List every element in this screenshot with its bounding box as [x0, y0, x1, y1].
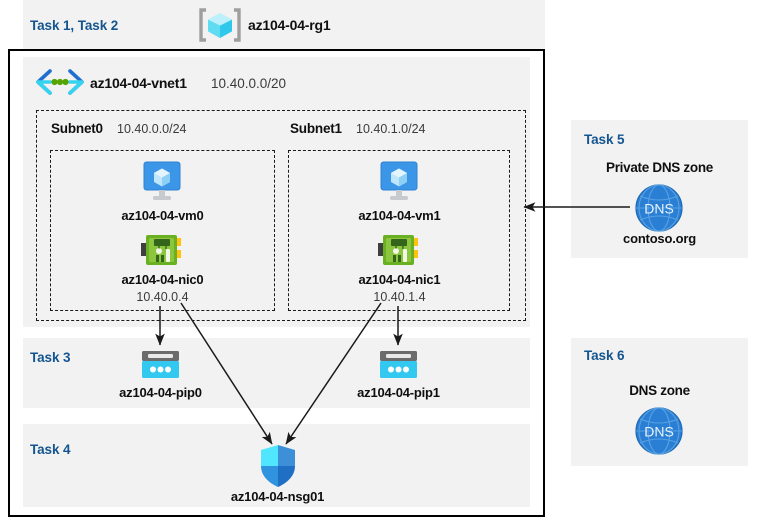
- subnets-container: [36, 110, 526, 321]
- virtual-network-icon: [34, 68, 86, 96]
- nic1-name: az104-04-nic1: [358, 272, 441, 287]
- nic1-ip: 10.40.1.4: [373, 290, 426, 304]
- network-security-group-shield-icon: [259, 444, 297, 488]
- private-dns-zone-name: contoso.org: [623, 231, 696, 246]
- task-4-label: Task 4: [30, 442, 71, 457]
- vm0-name: az104-04-vm0: [121, 208, 204, 223]
- task-1-2-label: Task 1, Task 2: [30, 18, 119, 33]
- pip1-name: az104-04-pip1: [357, 385, 440, 400]
- vm1-name: az104-04-vm1: [358, 208, 441, 223]
- task-6-label: Task 6: [584, 348, 625, 363]
- task-1-2-header-band: [23, 0, 545, 50]
- dns-globe-icon: DNS: [633, 183, 685, 233]
- svg-text:DNS: DNS: [644, 201, 674, 217]
- subnet0-box: [50, 150, 275, 311]
- subnet0-name: Subnet0: [51, 121, 103, 136]
- virtual-machine-icon: [375, 160, 423, 204]
- nic0-ip: 10.40.0.4: [136, 290, 189, 304]
- task-5-title: Private DNS zone: [606, 160, 713, 175]
- dns-globe-icon: DNS: [633, 406, 685, 456]
- task-3-band: [23, 338, 530, 408]
- nsg-name: az104-04-nsg01: [230, 489, 325, 504]
- task-6-title: DNS zone: [629, 383, 690, 398]
- svg-text:DNS: DNS: [644, 424, 674, 440]
- network-interface-icon: [377, 232, 421, 270]
- subnet1-cidr: 10.40.1.0/24: [356, 122, 426, 136]
- vnet-name: az104-04-vnet1: [90, 75, 187, 91]
- virtual-network-box: [23, 57, 530, 327]
- virtual-machine-icon: [138, 160, 186, 204]
- public-ip-address-icon: [379, 350, 418, 382]
- resource-group-cube-icon: [198, 6, 242, 44]
- subnet0-cidr: 10.40.0.0/24: [117, 122, 187, 136]
- subnet1-name: Subnet1: [290, 121, 342, 136]
- vnet-cidr: 10.40.0.0/20: [211, 76, 287, 91]
- task-3-label: Task 3: [30, 350, 71, 365]
- resource-group-name: az104-04-rg1: [248, 17, 331, 33]
- public-ip-address-icon: [141, 350, 180, 382]
- subnet1-box: [288, 150, 510, 311]
- pip0-name: az104-04-pip0: [119, 385, 202, 400]
- network-interface-icon: [140, 232, 184, 270]
- task-5-label: Task 5: [584, 132, 625, 147]
- nic0-name: az104-04-nic0: [121, 272, 204, 287]
